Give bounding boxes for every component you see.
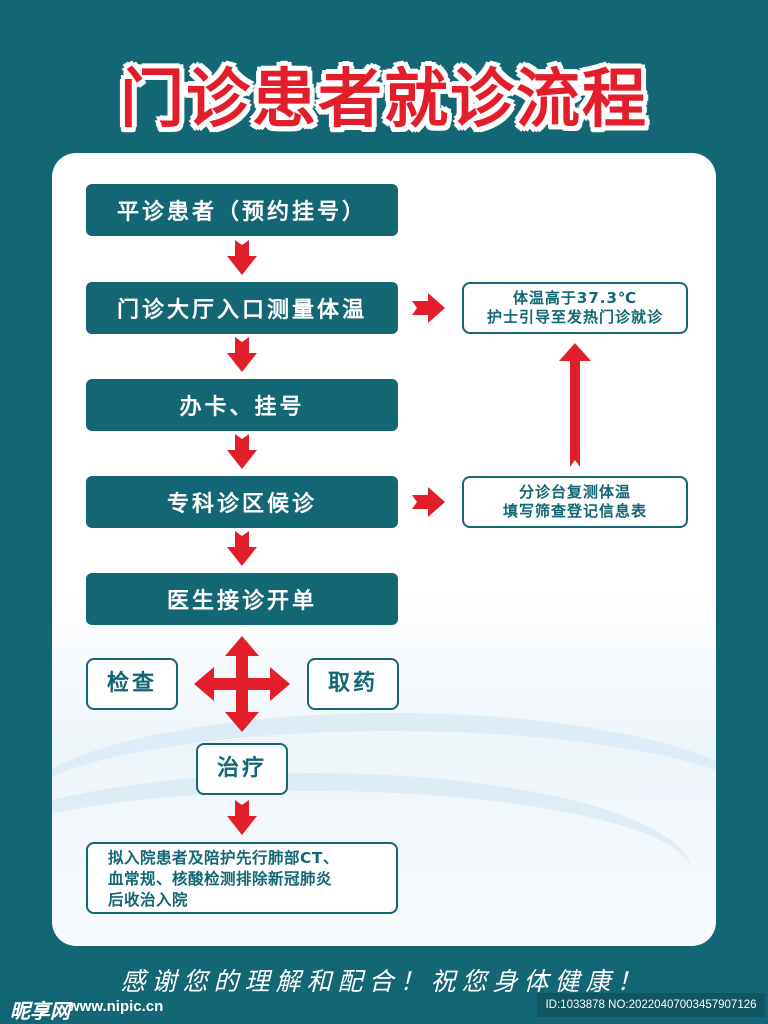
arrow-down-icon xyxy=(227,434,257,469)
arrow-right-icon xyxy=(412,293,445,323)
triage-recheck-line2: 填写筛查登记信息表 xyxy=(502,502,647,520)
step-temperature-check: 门诊大厅入口测量体温 xyxy=(86,282,398,334)
admission-note: 拟入院患者及陪护先行肺部CT、 血常规、核酸检测排除新冠肺炎 后收治入院 xyxy=(86,842,398,914)
watermark-logo: 昵享网 xyxy=(10,999,70,1023)
step-doctor-consult: 医生接诊开单 xyxy=(86,573,398,625)
fever-referral-line2: 护士引导至发热门诊就诊 xyxy=(486,308,663,326)
watermark-url: www.nipic.cn xyxy=(68,998,164,1015)
step-waiting: 专科诊区候诊 xyxy=(86,476,398,528)
arrow-down-icon xyxy=(227,240,257,275)
arrow-down-icon xyxy=(227,800,257,835)
fever-referral-box: 体温高于37.3℃ 护士引导至发热门诊就诊 xyxy=(462,282,688,334)
four-way-arrow-icon xyxy=(194,636,290,732)
arrow-down-icon xyxy=(227,531,257,566)
step-registration: 办卡、挂号 xyxy=(86,379,398,431)
watermark-id: ID:1033878 NO:20220407003457907126 xyxy=(537,993,765,1017)
branch-treatment: 治疗 xyxy=(196,743,288,795)
step-appointment: 平诊患者（预约挂号） xyxy=(86,184,398,236)
triage-recheck-box: 分诊台复测体温 填写筛查登记信息表 xyxy=(462,476,688,528)
triage-recheck-line1: 分诊台复测体温 xyxy=(518,483,631,502)
branch-pharmacy: 取药 xyxy=(307,658,399,710)
admission-note-line3: 后收治入院 xyxy=(108,891,189,909)
flowchart-panel xyxy=(52,153,716,946)
branch-examination: 检查 xyxy=(86,658,178,710)
page-title: 门诊患者就诊流程 xyxy=(120,63,648,137)
fever-referral-line1: 体温高于37.3℃ xyxy=(512,289,638,308)
arrow-up-icon xyxy=(559,343,591,467)
arrow-right-icon xyxy=(412,487,445,517)
admission-note-line1: 拟入院患者及陪护先行肺部CT、 xyxy=(108,849,339,867)
thanks-message: 感谢您的理解和配合！祝您身体健康！ xyxy=(120,967,648,996)
admission-note-line2: 血常规、核酸检测排除新冠肺炎 xyxy=(108,870,333,888)
arrow-down-icon xyxy=(227,337,257,372)
